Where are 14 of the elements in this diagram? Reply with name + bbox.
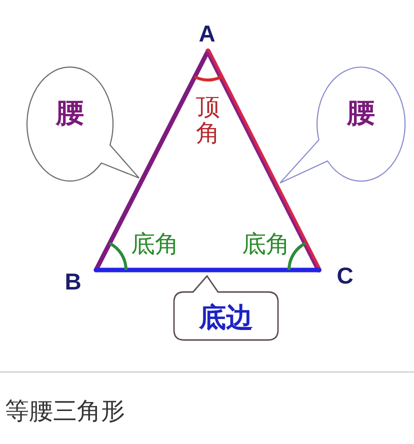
base-angle-label: 底角: [242, 233, 290, 257]
base-angle-label: 底角: [131, 233, 179, 257]
callout-text: 腰: [56, 99, 84, 127]
callout-text: 腰: [347, 99, 375, 127]
vertex-label: B: [64, 270, 82, 294]
callout-box: [173, 275, 279, 341]
vertex-label: C: [336, 264, 354, 288]
vertex-label: A: [198, 22, 216, 46]
figure-caption: 等腰三角形: [5, 400, 125, 424]
vertex-angle-label: 顶角: [196, 95, 220, 148]
isosceles-triangle: [92, 47, 323, 274]
speech-bubble: [26, 66, 140, 182]
callout-text: 底边: [199, 304, 253, 332]
speech-bubble: [279, 66, 406, 184]
